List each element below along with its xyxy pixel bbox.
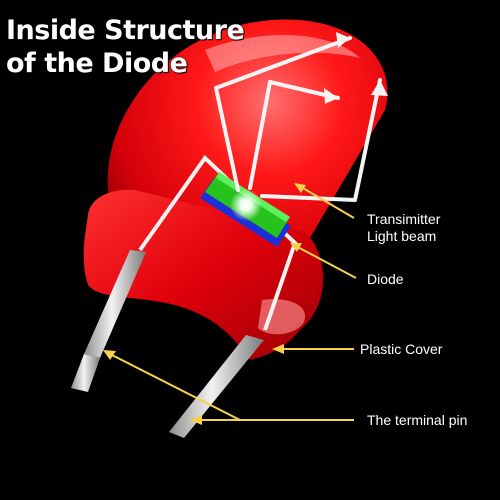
title-line-2: of the Diode [6,48,188,79]
ray-arrowheads [324,32,388,104]
label-plastic-cover: Plastic Cover [360,341,443,357]
label-light-beam-line-1: Transimitter [367,211,441,227]
terminal-pin-right [169,335,264,438]
terminal-pin-left [84,250,146,358]
diagram-title: Inside Structure of the Diode [6,14,245,80]
label-terminal-pin: The terminal pin [367,412,468,428]
light-rays [214,36,382,202]
plastic-cover-highlight [258,299,306,335]
lens-highlight [205,35,360,72]
title-line-1: Inside Structure [6,15,245,46]
pointer-lines [105,183,357,421]
label-light-beam: Transimitter Light beam [367,211,440,245]
pointer-arrowheads [103,183,306,425]
terminal-pin-left-lower [71,354,100,392]
diode-chip [200,172,291,247]
label-diode: Diode [367,271,404,287]
label-light-beam-line-2: Light beam [367,228,437,244]
